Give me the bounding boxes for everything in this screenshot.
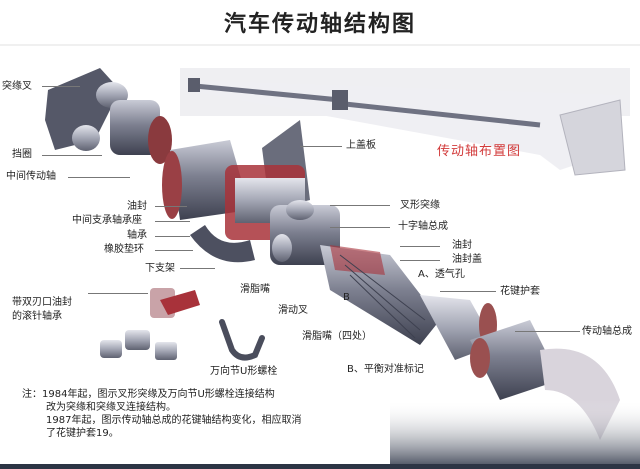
footnote-line1: 注：1984年起，图示叉形突缘及万向节U形螺栓连接结构 (22, 389, 275, 400)
label-grease-nipple-four: 滑脂嘴（四处） (302, 331, 372, 342)
label-bearing: 轴承 (127, 230, 147, 241)
u-bolt-part (219, 319, 265, 361)
label-needle-bearing-line2: 的滚针轴承 (12, 311, 62, 322)
leader-line (400, 246, 440, 247)
layout-caption: 传动轴布置图 (437, 144, 522, 159)
label-u-bolt: 万向节U形螺栓 (210, 366, 278, 377)
label-slip-yoke: 滑动叉 (278, 305, 308, 316)
label-spline-boot: 花键护套 (500, 286, 540, 297)
leader-line (400, 260, 440, 261)
leader-line (42, 155, 102, 156)
splined-shaft-part (320, 245, 440, 345)
leader-line (440, 291, 496, 292)
footnote-line4: 了花键护套19。 (46, 428, 119, 439)
label-oil-seal-2: 油封 (452, 240, 472, 251)
label-upper-cover: 上盖板 (346, 140, 376, 151)
leader-line (155, 250, 193, 251)
page-title: 汽车传动轴结构图 (223, 12, 416, 37)
needle-bearing-part (100, 288, 200, 360)
bottom-fade (390, 400, 640, 464)
leader-line (42, 86, 80, 87)
label-yoke-flange: 叉形突缘 (400, 200, 440, 211)
label-needle-bearing-line1: 带双刃口油封 (12, 297, 72, 308)
footnote-line3: 1987年起，图示传动轴总成的花键轴结构变化，相应取消 (46, 415, 302, 426)
leader-line (68, 177, 130, 178)
title-band (0, 0, 640, 46)
label-oil-seal-cover: 油封盖 (452, 254, 482, 265)
label-flange-yoke: 突缘叉 (2, 81, 32, 92)
label-center-bearing-seat: 中间支承轴承座 (72, 215, 142, 226)
leader-line (330, 227, 390, 228)
footnote: 注：1984年起，图示叉形突缘及万向节U形螺栓连接结构 改为突缘和突缘叉连接结构… (22, 388, 301, 440)
leader-line (155, 206, 187, 207)
label-balance-mark: B、平衡对准标记 (347, 364, 424, 375)
label-lower-bracket: 下支架 (145, 263, 175, 274)
label-grease-nipple: 滑脂嘴 (240, 284, 270, 295)
footnote-line2: 改为突缘和突缘叉连接结构。 (46, 402, 176, 413)
bottom-bar (0, 464, 640, 469)
leader-line (300, 146, 342, 147)
leader-line (180, 268, 215, 269)
leader-line (88, 293, 148, 294)
label-shaft-assembly: 传动轴总成 (582, 326, 632, 337)
layout-overview-image (180, 68, 630, 176)
leader-line (330, 205, 390, 206)
leader-line (515, 331, 580, 332)
label-intermediate-shaft: 中间传动轴 (6, 171, 56, 182)
label-cross-assembly: 十字轴总成 (398, 221, 448, 232)
label-vent-hole: A、透气孔 (418, 269, 465, 280)
leader-line (155, 221, 190, 222)
label-snap-ring: 挡圈 (12, 149, 32, 160)
label-rubber-ring: 橡胶垫环 (104, 244, 144, 255)
flange-yoke-part (45, 68, 172, 164)
label-marker-b: B (343, 292, 350, 303)
label-oil-seal: 油封 (127, 201, 147, 212)
leader-line (155, 236, 190, 237)
